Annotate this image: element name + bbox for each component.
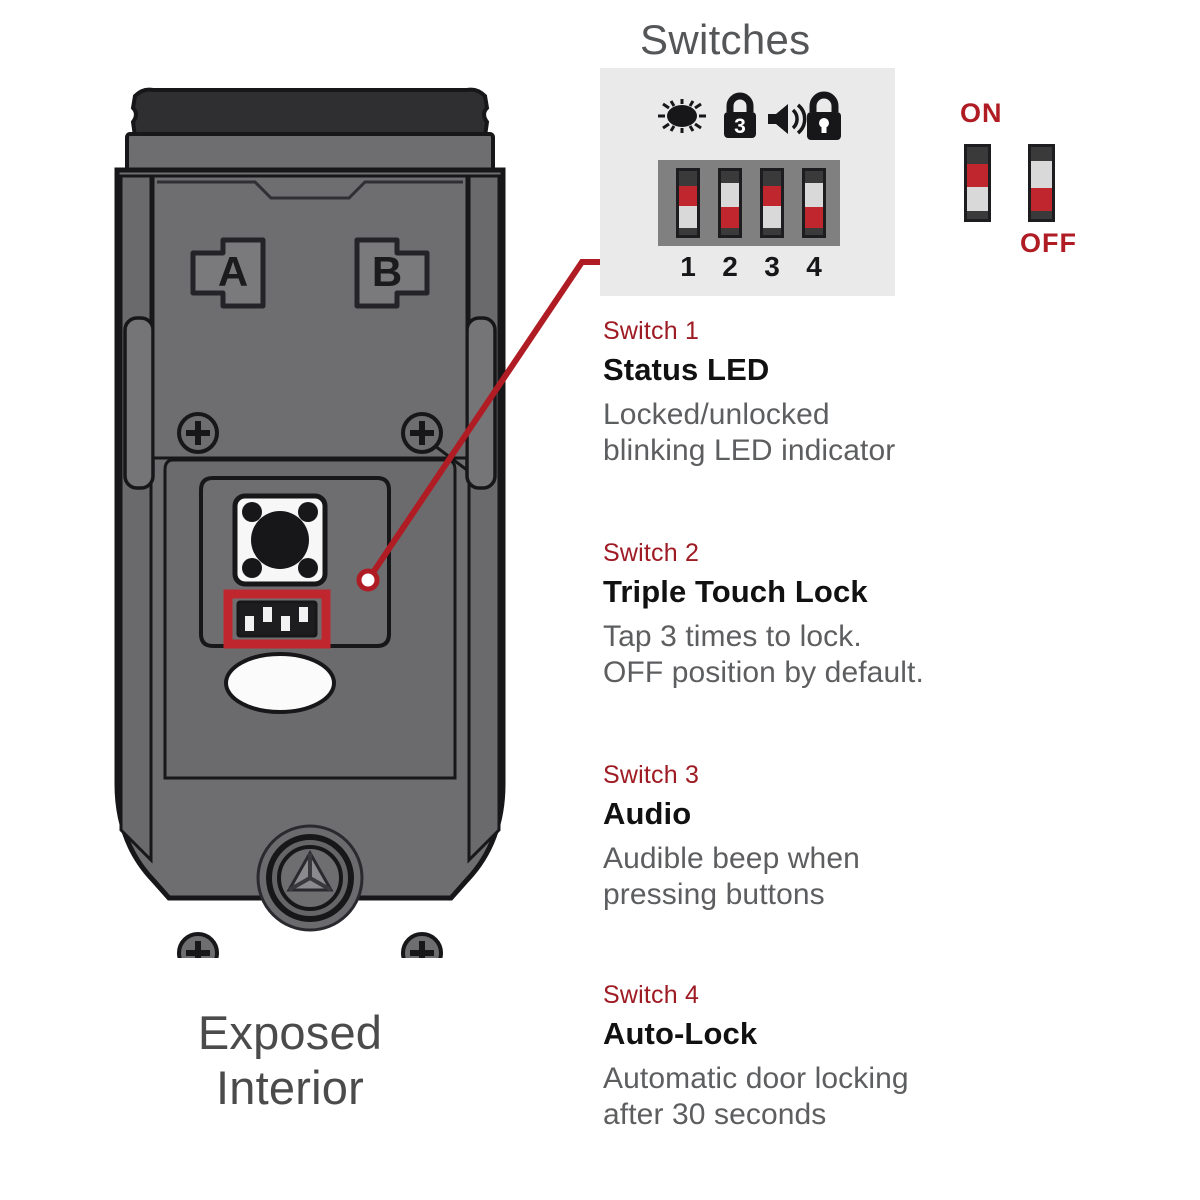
switch-2-kicker: Switch 2 <box>603 539 700 567</box>
switch-4-body: Automatic door locking after 30 seconds <box>603 1061 1103 1132</box>
led-burst-icon <box>658 99 706 133</box>
switch-2-body-line1: Tap 3 times to lock. <box>603 620 862 654</box>
switches-heading: Switches <box>640 16 811 63</box>
switch-1-kicker: Switch 1 <box>603 317 700 345</box>
board-dip-switch-bank <box>236 600 318 638</box>
svg-text:3: 3 <box>734 115 746 138</box>
switch-3-body-line1: Audible beep when <box>603 842 860 876</box>
screw-bottom-right <box>401 932 443 958</box>
device-illustration: A B <box>0 0 580 1200</box>
switch-4-body-line1: Automatic door locking <box>603 1062 909 1096</box>
lock-device-drawing: A B <box>114 87 506 958</box>
device-right-notch <box>465 316 497 490</box>
legend-switch-drawings <box>964 144 1055 222</box>
device-left-rail <box>119 174 153 864</box>
dip-switch-4[interactable] <box>802 168 826 238</box>
switch-description-1: Switch 1 Status LED Locked/unlocked blin… <box>603 317 1103 468</box>
led-window <box>224 652 336 714</box>
switch-1-body-line1: Locked/unlocked <box>603 398 830 432</box>
switch-1-body: Locked/unlocked blinking LED indicator <box>603 397 1103 468</box>
dip-switch-2[interactable] <box>718 168 742 238</box>
on-off-legend: ON OFF <box>940 98 1120 278</box>
device-top-cap <box>130 87 490 138</box>
switch-2-title: Triple Touch Lock <box>603 573 868 609</box>
switch-4-kicker: Switch 4 <box>603 981 700 1009</box>
switches-reference-panel: 3 <box>600 68 895 296</box>
device-caption-line1: Exposed <box>197 1006 383 1059</box>
padlock-icon <box>807 91 841 140</box>
battery-slot-a: A <box>190 237 266 309</box>
switch-1-title: Status LED <box>603 351 770 387</box>
right-column: Switches <box>595 0 1200 1200</box>
buzzer-component <box>256 824 364 932</box>
screw-bottom-left <box>177 932 219 958</box>
dip-switch-3[interactable] <box>760 168 784 238</box>
legend-on-label: ON <box>960 98 1003 128</box>
switch-3-body-line2: pressing buttons <box>603 877 825 911</box>
switch-2-body-line2: OFF position by default. <box>603 655 924 689</box>
switch-number-2: 2 <box>722 251 738 282</box>
speaker-icon <box>768 103 807 135</box>
lock-three-icon: 3 <box>724 92 756 138</box>
device-caption: Exposed Interior <box>0 1005 580 1116</box>
switch-4-body-line2: after 30 seconds <box>603 1097 827 1131</box>
switch-number-3: 3 <box>764 251 780 282</box>
switch-3-title: Audio <box>603 795 692 831</box>
legend-switch-off <box>1028 144 1055 222</box>
device-caption-line2: Interior <box>216 1061 364 1115</box>
switch-description-4: Switch 4 Auto-Lock Automatic door lockin… <box>603 981 1103 1132</box>
switch-4-title: Auto-Lock <box>603 1015 758 1051</box>
device-right-rail <box>467 174 501 864</box>
switch-description-2: Switch 2 Triple Touch Lock Tap 3 times t… <box>603 539 1103 690</box>
switch-description-3: Switch 3 Audio Audible beep when pressin… <box>603 761 1103 912</box>
battery-slot-a-label: A <box>218 248 248 295</box>
legend-off-label: OFF <box>1020 228 1077 258</box>
switch-number-4: 4 <box>806 251 822 282</box>
battery-slot-b-label: B <box>372 248 402 295</box>
device-left-notch <box>123 316 155 490</box>
battery-plate-bevel <box>157 180 463 200</box>
switch-2-body: Tap 3 times to lock. OFF position by def… <box>603 619 1103 690</box>
switch-number-1: 1 <box>680 251 696 282</box>
screw-top-left <box>177 412 219 454</box>
switch-bank-drawing: 3 <box>658 91 841 282</box>
dip-switch-callout-box <box>223 589 331 649</box>
push-button-component <box>232 493 328 587</box>
switch-3-kicker: Switch 3 <box>603 761 700 789</box>
switch-1-body-line2: blinking LED indicator <box>603 433 896 467</box>
dip-switch-1[interactable] <box>676 168 700 238</box>
legend-switch-on <box>964 144 991 222</box>
switch-3-body: Audible beep when pressing buttons <box>603 841 1103 912</box>
